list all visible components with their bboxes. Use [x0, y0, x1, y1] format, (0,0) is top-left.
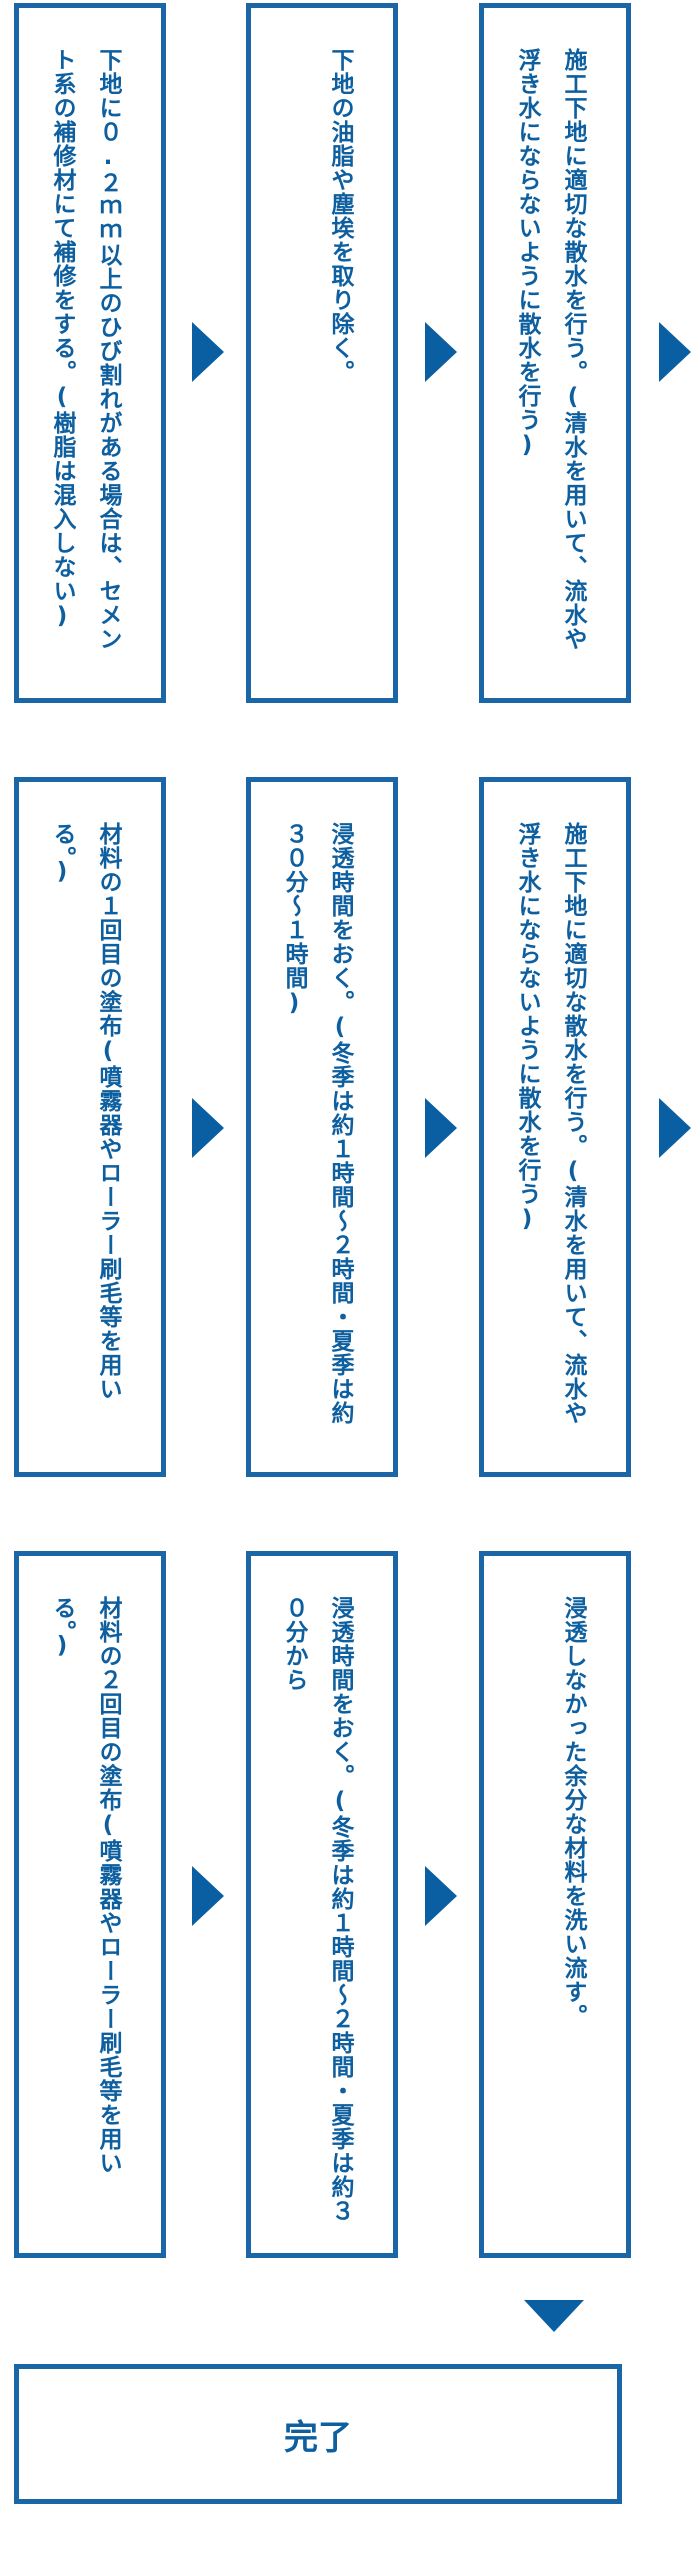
arrow-right-icon — [659, 1098, 691, 1158]
step-text: 下地に０.２ｍｍ以上のひび割れがある場合は、セメント系の補修材にて補修をする。(… — [49, 48, 121, 651]
step-box: 材料の２回目の塗布(噴霧器やローラー刷毛等を用いる。) — [14, 1551, 166, 2258]
step-text: 下地の油脂や塵埃を取り除く。 — [327, 48, 353, 384]
step-box: 下地に０.２ｍｍ以上のひび割れがある場合は、セメント系の補修材にて補修をする。(… — [14, 3, 166, 703]
arrow-right-icon — [425, 1098, 457, 1158]
arrow-right-icon — [192, 1098, 224, 1158]
step-box: 浸透しなかった余分な材料を洗い流す。 — [479, 1551, 631, 2258]
arrow-right-icon — [425, 1866, 457, 1926]
step-box: 浸透時間をおく。(冬季は約１時間～２時間・夏季は約３０分から — [246, 1551, 398, 2258]
arrow-right-icon — [192, 1866, 224, 1926]
arrow-right-icon — [425, 322, 457, 382]
step-text: 材料の１回目の塗布(噴霧器やローラー刷毛等を用いる。) — [49, 822, 121, 1401]
arrow-right-icon — [659, 322, 691, 382]
step-text: 施工下地に適切な散水を行う。(清水を用いて、流水や浮き水にならないように散水を行… — [514, 48, 586, 651]
step-text: 浸透しなかった余分な材料を洗い流す。 — [560, 1596, 586, 2028]
step-text: 材料の２回目の塗布(噴霧器やローラー刷毛等を用いる。) — [49, 1596, 121, 2175]
step-text: 浸透時間をおく。(冬季は約１時間～２時間・夏季は約３０分から — [281, 1596, 353, 2223]
step-text: 浸透時間をおく。(冬季は約１時間～２時間・夏季は約３０分～１時間) — [281, 822, 353, 1425]
complete-label: 完了 — [284, 2417, 352, 2458]
arrow-right-icon — [192, 322, 224, 382]
step-box: 下地の油脂や塵埃を取り除く。 — [246, 3, 398, 703]
step-box: 施工下地に適切な散水を行う。(清水を用いて、流水や浮き水にならないように散水を行… — [479, 3, 631, 703]
step-text: 施工下地に適切な散水を行う。(清水を用いて、流水や浮き水にならないように散水を行… — [514, 822, 586, 1425]
complete-box: 完了 — [14, 2364, 622, 2504]
step-box: 施工下地に適切な散水を行う。(清水を用いて、流水や浮き水にならないように散水を行… — [479, 777, 631, 1477]
step-box: 材料の１回目の塗布(噴霧器やローラー刷毛等を用いる。) — [14, 777, 166, 1477]
step-box: 浸透時間をおく。(冬季は約１時間～２時間・夏季は約３０分～１時間) — [246, 777, 398, 1477]
arrow-down-icon — [524, 2300, 584, 2332]
